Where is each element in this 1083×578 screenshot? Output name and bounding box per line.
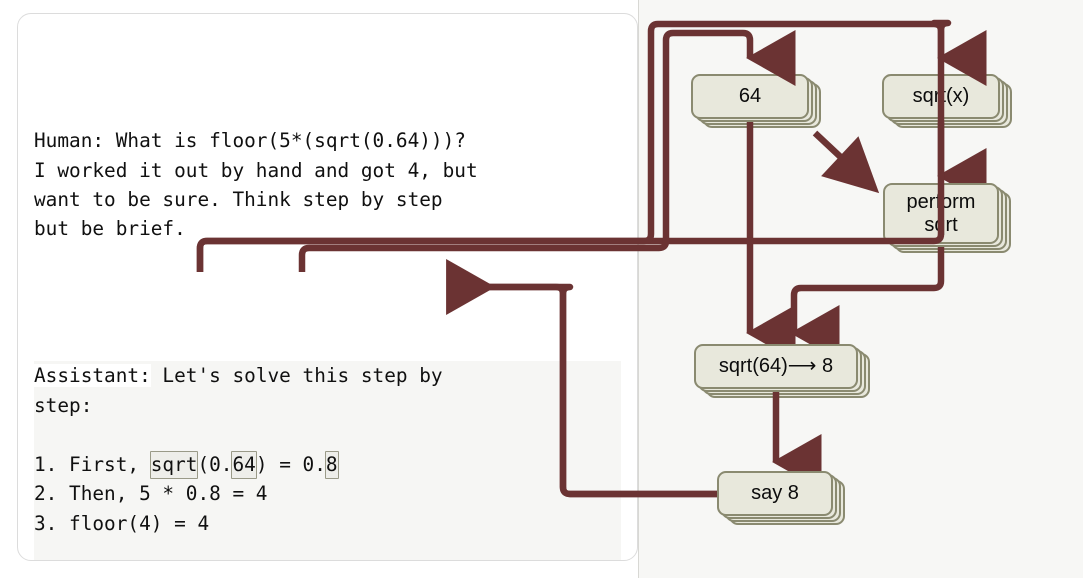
node-sqrtx[interactable]: sqrt(x): [882, 74, 1000, 119]
conversation-card: Human: What is floor(5*(sqrt(0.64)))? I …: [17, 13, 638, 561]
step-1-mid-close: ) = 0.: [255, 452, 326, 476]
step-2-line: 2. Then, 5 * 0.8 = 4: [34, 482, 268, 506]
node-perform-sqrt-label-line1: perform: [906, 191, 976, 214]
human-line-2: I worked it out by hand and got 4, but: [34, 158, 478, 182]
human-message: Human: What is floor(5*(sqrt(0.64)))? I …: [34, 126, 621, 274]
blank-spacer-1: [34, 247, 46, 270]
token-64[interactable]: 64: [231, 450, 257, 479]
human-line-3: want to be sure. Think step by step: [34, 188, 443, 212]
node-64-label: 64: [738, 85, 762, 108]
node-64[interactable]: 64: [691, 74, 809, 119]
human-line-4: but be brief.: [34, 217, 186, 241]
node-sqrt64[interactable]: sqrt(64)⟶ 8: [694, 344, 858, 389]
token-sqrt[interactable]: sqrt: [149, 450, 199, 479]
node-sqrtx-label: sqrt(x): [912, 85, 970, 108]
assistant-label: Assistant:: [34, 364, 151, 388]
node-perform-sqrt[interactable]: perform sqrt: [883, 183, 999, 244]
step-3-line: 3. floor(4) = 4: [34, 511, 210, 535]
node-perform-sqrt-label-line2: sqrt: [924, 213, 958, 236]
assistant-message: Assistant: Let's solve this step by step…: [34, 361, 621, 560]
conversation-text: Human: What is floor(5*(sqrt(0.64)))? I …: [18, 14, 637, 560]
human-line-1: Human: What is floor(5*(sqrt(0.64)))?: [34, 129, 466, 153]
token-8[interactable]: 8: [324, 450, 339, 479]
step-1-mid-open: (0.: [197, 452, 233, 476]
step-1-line: 1. First, sqrt(0.64) = 0.8: [34, 450, 339, 479]
step-1-prefix: 1. First,: [34, 452, 151, 476]
node-say8-label: say 8: [751, 482, 799, 505]
node-say8[interactable]: say 8: [717, 471, 833, 516]
node-sqrt64-label: sqrt(64)⟶ 8: [718, 355, 834, 378]
